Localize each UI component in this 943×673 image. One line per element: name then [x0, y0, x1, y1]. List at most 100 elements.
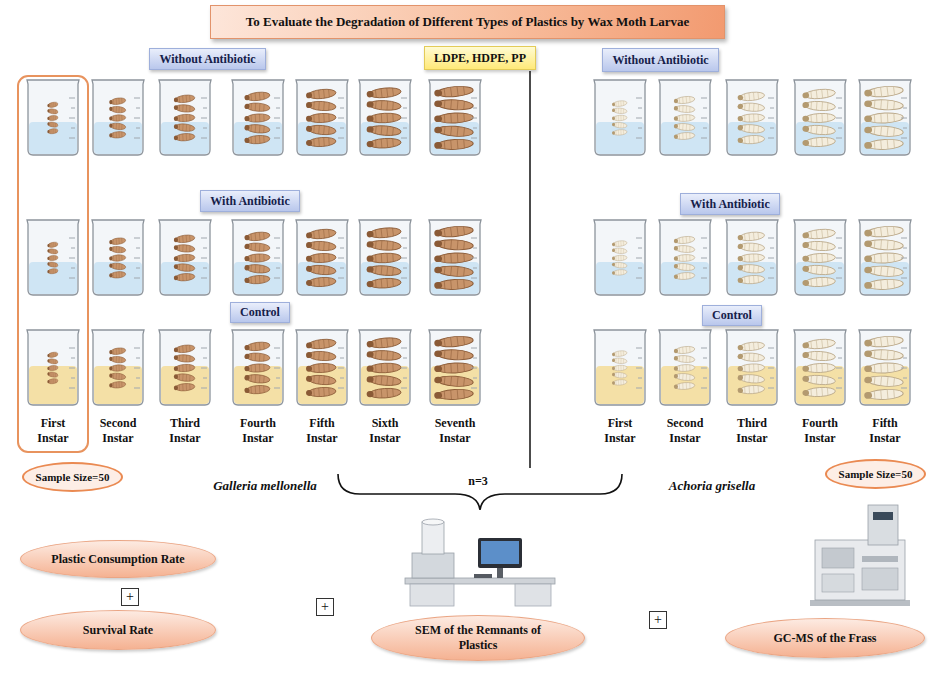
text-wrap: + — [654, 613, 662, 627]
box-label: LDPE, HDPE, PP — [434, 51, 526, 66]
treatment-box: Control — [230, 302, 290, 323]
beaker — [429, 220, 481, 295]
beaker — [27, 330, 79, 405]
text-wrap: Plastic Consumption Rate — [51, 552, 184, 567]
text-wrap: GC-MS of the Frass — [774, 631, 877, 646]
sem-instrument — [405, 519, 555, 606]
box-label: Control — [712, 308, 752, 323]
beaker — [594, 330, 646, 405]
title-wrap: To Evaluate the Degradation of Different… — [246, 14, 689, 30]
box-label: SEM of the Remnants of Plastics — [413, 623, 543, 653]
plastic-types-box: LDPE, HDPE, PP — [424, 46, 536, 70]
treatment-box: With Antibiotic — [680, 193, 780, 215]
text-wrap: Control — [240, 305, 280, 320]
beaker — [296, 330, 348, 405]
instar-label: Fourth Instar — [229, 416, 287, 446]
beaker — [659, 220, 711, 295]
box-label: Sample Size=50 — [839, 468, 913, 480]
instar-label: First Instar — [24, 416, 82, 446]
box-label: + — [321, 600, 329, 614]
species-name: Galleria mellonella — [190, 478, 340, 494]
plus-box: + — [649, 611, 667, 629]
text-wrap: Without Antibiotic — [159, 52, 255, 67]
beaker — [859, 220, 911, 295]
instar-label: Sixth Instar — [356, 416, 414, 446]
box-label: With Antibiotic — [210, 194, 289, 209]
beaker — [159, 330, 211, 405]
beaker — [594, 80, 646, 155]
beaker — [594, 220, 646, 295]
text-wrap: + — [126, 590, 134, 604]
beaker — [296, 220, 348, 295]
title-text: To Evaluate the Degradation of Different… — [246, 14, 689, 30]
text-wrap: + — [321, 600, 329, 614]
beaker — [794, 330, 846, 405]
species-name: Achoria grisella — [642, 478, 782, 494]
box-label: GC-MS of the Frass — [774, 631, 877, 646]
box-label: Control — [240, 305, 280, 320]
text-wrap: With Antibiotic — [210, 194, 289, 209]
plus-box: + — [121, 588, 139, 606]
instar-label: Second Instar — [656, 416, 714, 446]
instar-label: Third Instar — [156, 416, 214, 446]
beaker — [859, 330, 911, 405]
instar-label: Fourth Instar — [791, 416, 849, 446]
beaker — [232, 80, 284, 155]
beaker — [726, 80, 778, 155]
instar-label: First Instar — [591, 416, 649, 446]
beaker — [794, 80, 846, 155]
box-label: Without Antibiotic — [159, 52, 255, 67]
beaker — [92, 220, 144, 295]
measure-ellipse: SEM of the Remnants of Plastics — [371, 615, 585, 661]
beaker — [429, 330, 481, 405]
treatment-box: Without Antibiotic — [602, 48, 719, 72]
beaker — [659, 330, 711, 405]
brace — [338, 474, 622, 510]
box-label: + — [654, 613, 662, 627]
instar-label: Fifth Instar — [293, 416, 351, 446]
gcms-instrument — [810, 505, 910, 606]
beaker — [92, 330, 144, 405]
beaker — [794, 220, 846, 295]
beaker — [359, 330, 411, 405]
treatment-box: With Antibiotic — [200, 190, 300, 212]
text-wrap: Survival Rate — [83, 623, 153, 638]
sample-size-ellipse: Sample Size=50 — [22, 462, 123, 492]
instar-label: Second Instar — [89, 416, 147, 446]
text-wrap: Without Antibiotic — [612, 53, 708, 68]
beaker — [359, 220, 411, 295]
beaker — [359, 80, 411, 155]
measure-ellipse: Survival Rate — [20, 610, 216, 650]
divider-line — [529, 71, 531, 468]
box-label: + — [126, 590, 134, 604]
text-wrap: Control — [712, 308, 752, 323]
beaker — [232, 220, 284, 295]
beaker — [232, 330, 284, 405]
text-wrap: LDPE, HDPE, PP — [434, 51, 526, 66]
box-label: With Antibiotic — [690, 197, 769, 212]
beaker — [92, 80, 144, 155]
text-wrap: Sample Size=50 — [36, 471, 110, 483]
box-label: Survival Rate — [83, 623, 153, 638]
measure-ellipse: GC-MS of the Frass — [725, 618, 925, 658]
beaker — [159, 220, 211, 295]
text-wrap: With Antibiotic — [690, 197, 769, 212]
beaker — [726, 330, 778, 405]
box-label: Without Antibiotic — [612, 53, 708, 68]
plus-box: + — [316, 598, 334, 616]
measure-ellipse: Plastic Consumption Rate — [20, 540, 216, 578]
title-banner: To Evaluate the Degradation of Different… — [210, 5, 725, 39]
beaker — [429, 80, 481, 155]
beaker — [27, 220, 79, 295]
treatment-box: Without Antibiotic — [149, 48, 266, 70]
beaker — [27, 80, 79, 155]
box-label: Plastic Consumption Rate — [51, 552, 184, 567]
replicate-label: n=3 — [458, 474, 498, 489]
beaker — [659, 80, 711, 155]
treatment-box: Control — [702, 305, 762, 326]
instar-label: Seventh Instar — [426, 416, 484, 446]
highlight-frame — [18, 76, 88, 452]
instar-label: Third Instar — [723, 416, 781, 446]
beaker — [726, 220, 778, 295]
